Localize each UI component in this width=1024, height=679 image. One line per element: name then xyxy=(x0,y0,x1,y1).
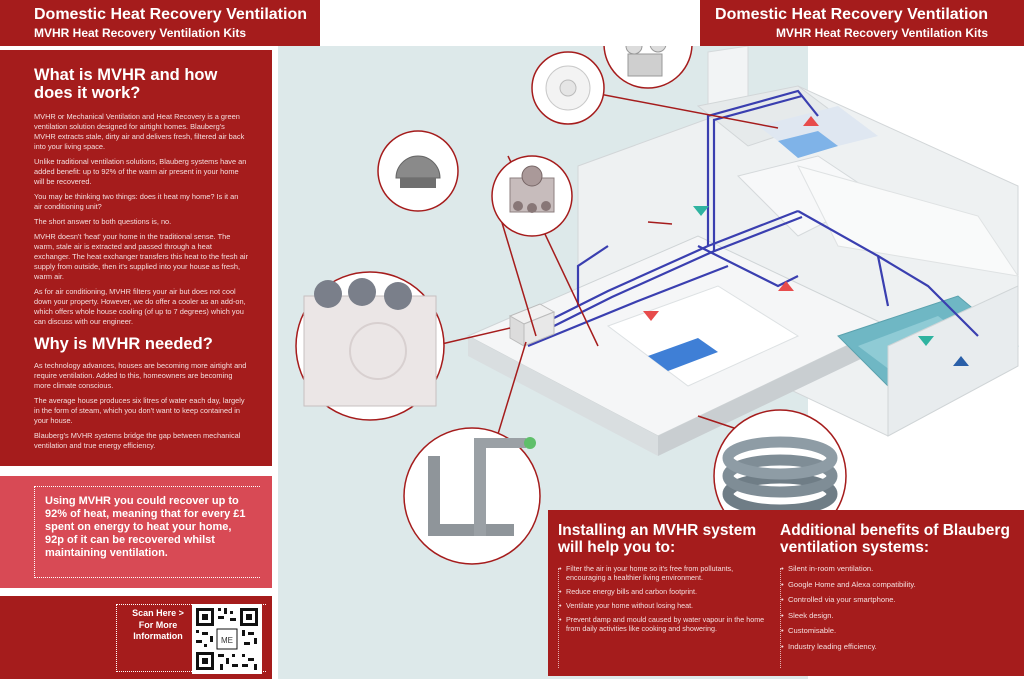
what-is-paragraph: MVHR or Mechanical Ventilation and Heat … xyxy=(34,112,245,151)
component-rigid-ducting xyxy=(403,427,541,565)
what-is-paragraph: You may be thinking two things: does it … xyxy=(34,192,239,211)
warm-air-arrow-icon xyxy=(643,311,659,321)
qr-dotted-frame xyxy=(116,604,266,672)
installing-list: Filter the air in your home so it's free… xyxy=(558,564,768,633)
divider xyxy=(558,568,559,668)
list-item: Industry leading efficiency. xyxy=(781,642,1016,651)
list-item: Prevent damp and mould caused by water v… xyxy=(559,615,768,633)
component-air-plenum xyxy=(491,155,573,237)
mvhr-house-illustration xyxy=(278,46,1020,679)
installing-column: Installing an MVHR system will help you … xyxy=(558,522,768,638)
callout-text: Using MVHR you could recover up to 92% o… xyxy=(45,495,246,559)
list-item: Google Home and Alexa compatibility. xyxy=(781,580,1016,589)
scan-here-text: Scan Here > For More Information xyxy=(132,608,184,641)
component-distribution-box xyxy=(603,46,693,89)
why-needed-paragraph: As technology advances, houses are becom… xyxy=(34,361,247,390)
component-external-vent-hood xyxy=(377,130,459,212)
list-item: Sleek design. xyxy=(781,611,1016,620)
benefits-column: Additional benefits of Blauberg ventilat… xyxy=(780,522,1016,657)
mvhr-unit-in-house xyxy=(508,303,556,347)
what-is-paragraph: The short answer to both questions is, n… xyxy=(34,217,172,226)
header-bar-right xyxy=(700,0,1024,46)
qr-code[interactable]: ME xyxy=(192,604,262,674)
what-is-paragraph: Unlike traditional ventilation solutions… xyxy=(34,157,247,186)
list-item: Reduce energy bills and carbon footprint… xyxy=(559,587,768,596)
callout-dotted-frame: Using MVHR you could recover up to 92% o… xyxy=(34,486,260,578)
airflow-arrows xyxy=(643,116,969,366)
header-bar-left xyxy=(0,0,320,46)
page-subtitle-left: MVHR Heat Recovery Ventilation Kits xyxy=(34,26,247,40)
warm-air-arrow-icon xyxy=(803,116,819,126)
page-title-left: Domestic Heat Recovery Ventilation xyxy=(34,6,307,23)
divider xyxy=(780,568,781,668)
info-panel: What is MVHR and how does it work? MVHR … xyxy=(0,50,272,466)
heat-recovery-callout: Using MVHR you could recover up to 92% o… xyxy=(0,476,272,588)
ductwork xyxy=(517,89,979,348)
component-mvhr-unit xyxy=(295,271,445,421)
why-needed-paragraph: The average house produces six litres of… xyxy=(34,396,245,425)
benefits-heading: Additional benefits of Blauberg ventilat… xyxy=(780,522,1010,556)
list-item: Silent in-room ventilation. xyxy=(781,564,1016,573)
list-item: Filter the air in your home so it's free… xyxy=(559,564,768,582)
qr-center-label: ME xyxy=(221,636,233,645)
page-title-right: Domestic Heat Recovery Ventilation xyxy=(715,6,988,23)
benefits-list: Silent in-room ventilation. Google Home … xyxy=(780,564,1016,651)
list-item: Customisable. xyxy=(781,626,1016,635)
why-needed-heading: Why is MVHR needed? xyxy=(34,335,213,353)
what-is-heading: What is MVHR and how does it work? xyxy=(34,66,218,102)
what-is-paragraph: MVHR doesn't 'heat' your home in the tra… xyxy=(34,232,248,281)
extract-fan-icon xyxy=(953,356,969,366)
page-subtitle-right: MVHR Heat Recovery Ventilation Kits xyxy=(775,26,988,40)
list-item: Controlled via your smartphone. xyxy=(781,595,1016,604)
benefits-panel: Installing an MVHR system will help you … xyxy=(548,510,1024,676)
fresh-air-arrow-icon xyxy=(693,206,709,216)
fresh-air-arrow-icon xyxy=(918,336,934,346)
warm-air-arrow-icon xyxy=(778,281,794,291)
component-ceiling-valve xyxy=(531,51,605,125)
list-item: Ventilate your home without losing heat. xyxy=(559,601,768,610)
installing-heading: Installing an MVHR system will help you … xyxy=(558,522,757,556)
why-needed-paragraph: Blauberg's MVHR systems bridge the gap b… xyxy=(34,431,241,450)
what-is-paragraph: As for air conditioning, MVHR filters yo… xyxy=(34,287,246,326)
